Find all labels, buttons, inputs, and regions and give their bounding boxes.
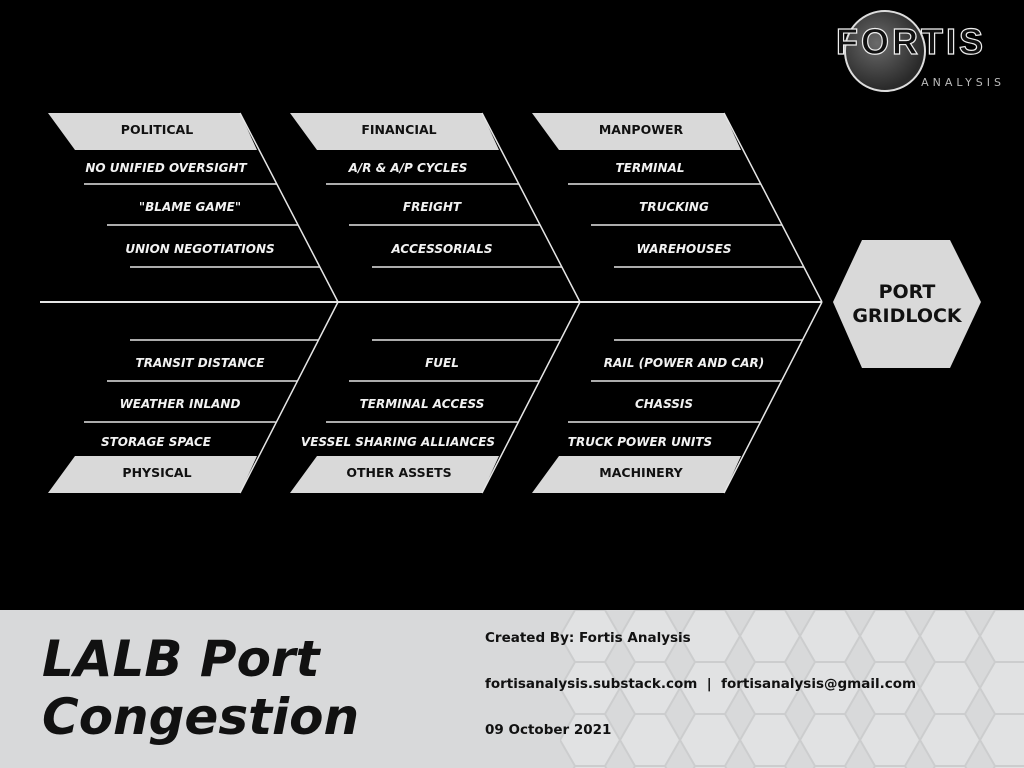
hexagon-pattern	[560, 610, 1024, 768]
effect-line-2: GRIDLOCK	[852, 305, 963, 327]
category-label: MANPOWER	[599, 122, 684, 137]
logo-subtitle: ANALYSIS	[921, 76, 1005, 89]
title-line-1: LALB Port	[42, 630, 320, 688]
globe-icon	[844, 10, 926, 92]
sub-cause-label: STORAGE SPACE	[101, 435, 212, 449]
page-title: LALB Port Congestion	[42, 630, 359, 746]
category-label-box	[532, 456, 741, 493]
category-political: POLITICAL NO UNIFIED OVERSIGHT "BLAME GAME…	[48, 112, 339, 303]
sub-cause-label: NO UNIFIED OVERSIGHT	[85, 161, 247, 175]
date: 09 October 2021	[485, 722, 612, 738]
created-by: Created By: Fortis Analysis	[485, 630, 691, 646]
sub-cause-label: TERMINAL	[615, 161, 684, 175]
sub-cause-label: WAREHOUSES	[636, 242, 731, 256]
fishbone-diagram: POLITICAL NO UNIFIED OVERSIGHT "BLAME GAME…	[40, 112, 981, 494]
category-manpower: MANPOWER TERMINAL TRUCKING WAREHOUSES	[532, 112, 823, 303]
category-label: FINANCIAL	[361, 122, 436, 137]
sub-cause-label: CHASSIS	[635, 397, 693, 411]
category-bone	[723, 112, 823, 303]
category-bone	[723, 301, 823, 494]
category-label: POLITICAL	[121, 122, 193, 137]
category-label: OTHER ASSETS	[346, 465, 451, 480]
sub-cause-label: TRANSIT DISTANCE	[136, 356, 266, 370]
sub-cause-label: FUEL	[425, 356, 459, 370]
sub-cause-label: RAIL (POWER AND CAR)	[604, 356, 764, 370]
category-machinery: MACHINERY RAIL (POWER AND CAR) CHASSIS TRUC…	[532, 301, 823, 494]
category-label: MACHINERY	[599, 465, 683, 480]
effect-hexagon	[833, 240, 981, 368]
sub-cause-label: FREIGHT	[403, 200, 462, 214]
sub-cause-label: TRUCK POWER UNITS	[568, 435, 712, 449]
effect-line-1: PORT	[879, 281, 936, 303]
category-label-box	[48, 113, 257, 150]
sub-cause-label: "BLAME GAME"	[139, 200, 241, 214]
sub-cause-label: TRUCKING	[639, 200, 709, 214]
category-label: PHYSICAL	[122, 465, 191, 480]
sub-cause-label: WEATHER INLAND	[120, 397, 241, 411]
category-other-assets: OTHER ASSETS FUEL TERMINAL ACCESS VESSEL SH…	[290, 301, 581, 494]
sub-cause-label: UNION NEGOTIATIONS	[125, 242, 274, 256]
sub-cause-label: A/R & A/P CYCLES	[348, 161, 468, 175]
category-bone	[481, 301, 581, 494]
contact-info: fortisanalysis.substack.com | fortisanal…	[485, 676, 917, 692]
category-financial: FINANCIAL A/R & A/P CYCLES FREIGHT ACCESSOR…	[290, 112, 581, 303]
logo-wordmark: FORTIS	[835, 21, 986, 62]
fortis-logo: FORTIS ANALYSIS	[835, 8, 1011, 94]
footer-panel: LALB Port Congestion Created By: Fortis …	[0, 610, 1024, 768]
sub-cause-label: ACCESSORIALS	[390, 242, 492, 256]
category-label-box	[290, 113, 499, 150]
sub-cause-label: VESSEL SHARING ALLIANCES	[301, 435, 495, 449]
category-label-box	[532, 113, 741, 150]
sub-cause-label: TERMINAL ACCESS	[360, 397, 485, 411]
category-bone	[239, 112, 339, 303]
category-label-box	[290, 456, 499, 493]
category-label-box	[48, 456, 257, 493]
title-line-2: Congestion	[42, 688, 360, 746]
category-physical: PHYSICAL TRANSIT DISTANCE WEATHER INLAND ST…	[48, 301, 339, 494]
category-bone	[481, 112, 581, 303]
category-bone	[239, 301, 339, 494]
